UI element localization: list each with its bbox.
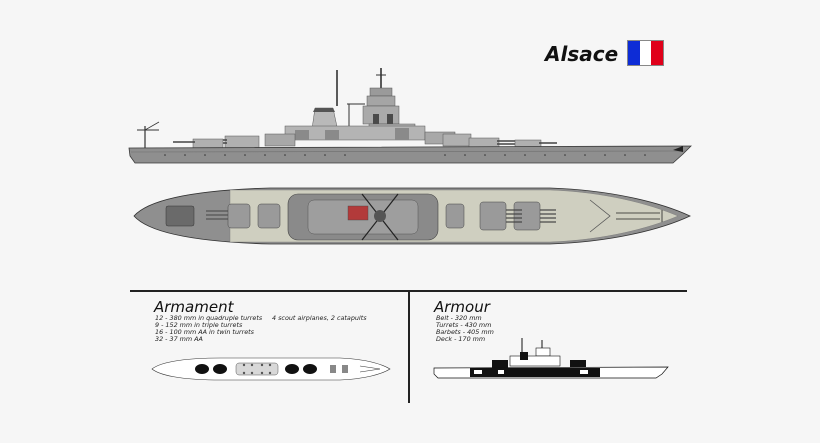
armour-profile-drawing	[433, 338, 669, 379]
armour-line-1: Belt - 320 mm	[436, 314, 482, 322]
armament-line-4: 32 - 37 mm AA	[155, 335, 203, 343]
armour-line-2: Turrets - 430 mm	[436, 321, 492, 329]
armour-line-3: Barbets - 405 mm	[436, 328, 494, 336]
armour-title: Armour	[434, 298, 490, 316]
armament-line-3: 16 - 100 mm AA in twin turrets	[155, 328, 255, 336]
armament-extra: 4 scout airplanes, 2 catapults	[272, 314, 367, 322]
ship-name: Alsace	[545, 42, 619, 66]
armour-line-4: Deck - 170 mm	[436, 335, 486, 343]
armament-title: Armament	[154, 298, 234, 316]
column-divider	[408, 291, 410, 403]
deck-plan-drawing	[133, 187, 691, 245]
armament-layout-drawing	[151, 357, 391, 381]
side-profile-drawing	[128, 68, 692, 164]
armament-line-2: 9 - 152 mm in triple turrets	[155, 321, 243, 329]
armament-line-1: 12 - 380 mm in quadruple turrets	[155, 314, 263, 322]
france-flag-icon	[627, 40, 664, 66]
